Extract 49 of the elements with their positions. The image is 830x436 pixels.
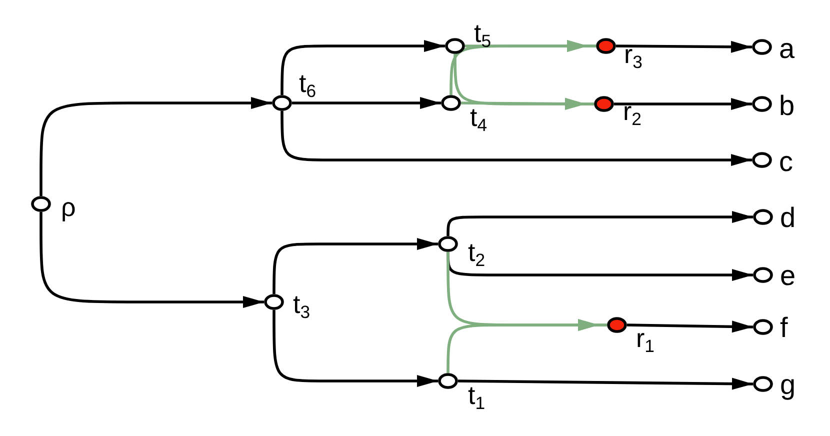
- node-label: t$_{1}$: [468, 382, 486, 408]
- node-circle: [753, 267, 773, 283]
- node-circle: [752, 152, 772, 168]
- arrow: [292, 97, 441, 109]
- node-label: r$_{3}$: [624, 41, 643, 67]
- node-circle: [445, 38, 465, 54]
- arrow: [272, 238, 438, 294]
- node-label: ρ: [61, 194, 76, 220]
- arrow: [614, 98, 752, 110]
- node-label: t$_{5}$: [474, 20, 492, 46]
- highlighted-node-circle: [596, 38, 616, 54]
- node-circle: [438, 236, 458, 252]
- node-circle: [264, 294, 284, 310]
- arrow: [40, 212, 264, 308]
- highlighted-node-circle: [594, 96, 614, 112]
- arrow: [458, 378, 754, 390]
- node-label: r$_{2}$: [623, 98, 642, 124]
- node-label: r$_{1}$: [636, 325, 655, 351]
- arrow: [446, 211, 753, 238]
- node-label: t$_{3}$: [293, 291, 310, 317]
- node-circle: [752, 96, 772, 112]
- arrow: [450, 40, 596, 96]
- node-label: t$_{2}$: [468, 239, 486, 265]
- node-label: d: [780, 204, 796, 232]
- arrow: [446, 319, 607, 374]
- highlighted-node-circle: [607, 317, 627, 333]
- arrow: [626, 320, 754, 333]
- node-circle: [753, 209, 773, 225]
- node-label: g: [780, 371, 796, 399]
- node-label: a: [779, 35, 795, 63]
- node-label: t$_{6}$: [299, 70, 316, 96]
- arrow: [272, 310, 438, 387]
- node-circle: [272, 95, 292, 111]
- node-circle: [752, 39, 772, 55]
- arrow: [461, 98, 594, 110]
- arrow: [280, 110, 752, 166]
- node-label: t$_{4}$: [470, 104, 488, 130]
- node-circle: [441, 95, 461, 111]
- node-circle: [31, 196, 51, 212]
- arrow: [40, 97, 272, 196]
- node-label: e: [780, 262, 796, 290]
- node-label: f: [780, 314, 788, 342]
- node-circle: [753, 319, 773, 335]
- arrow: [280, 40, 445, 96]
- node-circle: [753, 376, 773, 392]
- node-label: c: [779, 148, 793, 176]
- node-circle: [438, 373, 458, 389]
- arrow: [616, 40, 752, 53]
- node-label: b: [779, 92, 795, 120]
